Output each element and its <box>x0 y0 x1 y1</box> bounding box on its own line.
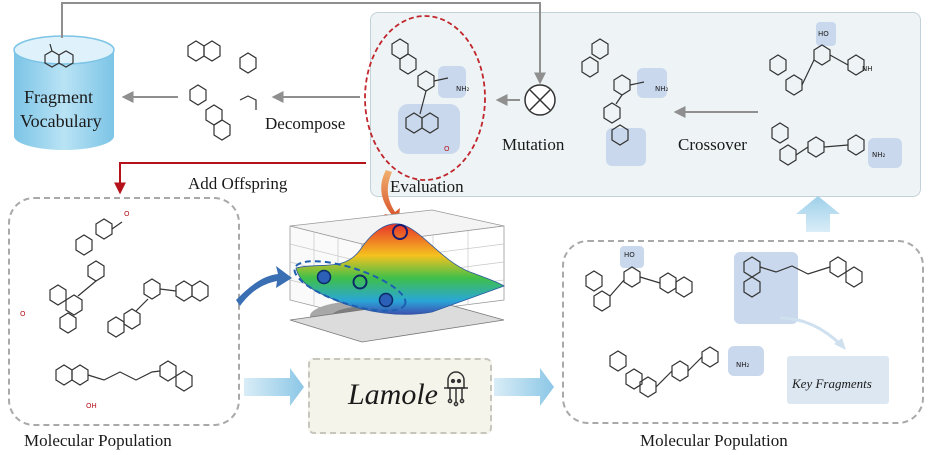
mutated-molecule <box>581 38 645 146</box>
fitness-landscape <box>289 209 505 343</box>
atom-label-ho-right: HO <box>624 251 635 259</box>
atom-label-nh2: NH₂ <box>456 85 470 93</box>
vocab-label-line2: Vocabulary <box>20 111 102 131</box>
evaluation-to-landscape-arrow <box>381 170 400 226</box>
population-to-operations-arrow <box>796 196 840 232</box>
atom-label-nh2-mutated: NH₂ <box>655 85 669 93</box>
fragment-vocabulary-cylinder <box>13 35 115 150</box>
mutation-label: Mutation <box>502 135 565 154</box>
svg-text:O: O <box>20 310 26 318</box>
vocab-label-line1: Fragment <box>24 87 93 107</box>
initial-population-molecules <box>49 218 209 392</box>
feedback-arrow <box>61 2 546 85</box>
svg-text:O: O <box>124 210 130 218</box>
atom-label-ho: HO <box>818 30 829 38</box>
lamole-label: Lamole <box>348 378 438 411</box>
key-fragments-box <box>787 356 889 404</box>
mutation-operator-icon <box>524 84 556 116</box>
atom-label-nh2-crossover: NH₂ <box>872 151 886 159</box>
left-population-label: Molecular Population <box>24 431 172 450</box>
evaluation-ring <box>364 15 486 181</box>
decomposed-fragments <box>187 40 257 141</box>
crossover-label: Crossover <box>678 135 747 154</box>
initial-population-box <box>8 197 240 426</box>
evaluation-label: Evaluation <box>390 177 464 196</box>
robot-icon <box>444 371 468 407</box>
population-to-lamole-arrow <box>244 368 304 406</box>
key-fragments-label: Key Fragments <box>792 376 872 391</box>
lamole-to-population-arrow <box>494 368 554 406</box>
crossover-parents <box>769 44 865 166</box>
svg-text:OH: OH <box>86 402 97 410</box>
add-offspring-label: Add Offspring <box>188 174 288 193</box>
population-to-landscape-arrow <box>236 266 292 306</box>
decompose-label: Decompose <box>265 114 346 133</box>
updated-population-box <box>562 240 924 424</box>
updated-population-molecules <box>585 256 863 398</box>
atom-label-o: O <box>444 145 450 153</box>
atom-label-nh2-right: NH₂ <box>736 361 750 369</box>
atom-label-nh: NH <box>862 65 873 73</box>
add-offspring-arrow <box>114 162 366 195</box>
right-population-label: Molecular Population <box>640 431 788 450</box>
